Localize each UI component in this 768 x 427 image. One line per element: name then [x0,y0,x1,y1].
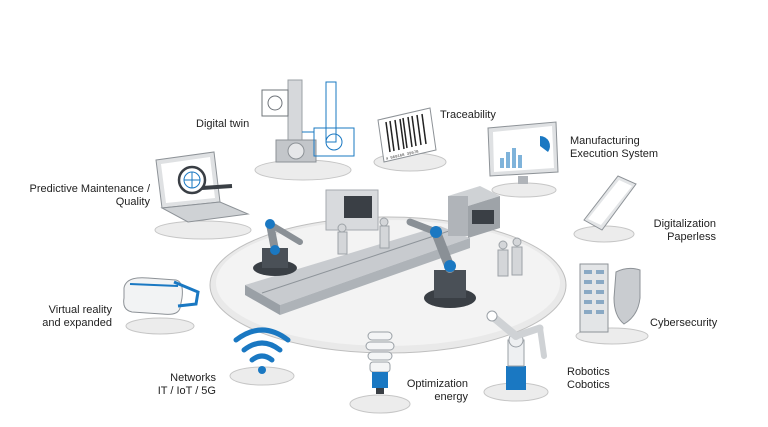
barcode-icon: 4 960168 39678 [373,107,447,172]
label-mes-line1: Manufacturing [570,135,640,147]
barcode-number: 4 960168 39678 [386,150,420,162]
label-networks: Networks IT / IoT / 5G [158,372,216,398]
label-traceability: Traceability [440,109,496,121]
label-digitalization-line1: Digitalization [653,218,716,230]
label-predictive: Predictive Maintenance / Quality [30,183,150,209]
conveyor-belt [245,226,470,315]
label-digitalization-line2: Paperless [667,231,716,243]
label-digital-twin: Digital twin [196,118,250,130]
wifi-icon [229,327,295,386]
workers [337,217,523,277]
label-robotics-line2: Cobotics [567,379,610,391]
label-robotics-line1: Robotics [567,366,610,378]
label-vr-line2: and expanded [42,317,112,329]
monitor-icon [487,121,559,198]
label-vr-line1: Virtual reality [48,304,112,316]
label-optimization-line2: energy [434,391,468,403]
control-cabinet [325,189,379,231]
energy-bulb-icon [349,331,411,414]
label-vr: Virtual reality and expanded [42,304,112,330]
label-optimization-line1: Optimization [406,378,468,390]
label-digitalization: Digitalization Paperless [654,218,716,244]
left-robot-arm [253,219,303,276]
laptop-magnifier-icon [154,151,252,240]
label-networks-line1: Networks [170,372,216,384]
barcode-bars [385,113,427,153]
label-robotics: Robotics Cobotics [567,366,610,392]
label-networks-line2: IT / IoT / 5G [157,385,216,397]
label-mes-line2: Execution System [570,148,659,160]
label-predictive-line2: Quality [115,196,150,208]
cobot-icon [483,310,549,402]
label-optimization: Optimization energy [407,378,468,404]
label-cybersecurity: Cybersecurity [650,317,718,329]
label-mes: Manufacturing Execution System [570,135,658,161]
tunnel-machine [448,186,500,238]
digital-twin-icon [254,79,355,181]
label-predictive-line1: Predictive Maintenance / [29,183,150,195]
server-shield-icon [575,263,649,345]
vr-headset-icon [123,277,200,335]
smartphone-icon [573,175,637,243]
right-robot-arm [406,218,476,308]
